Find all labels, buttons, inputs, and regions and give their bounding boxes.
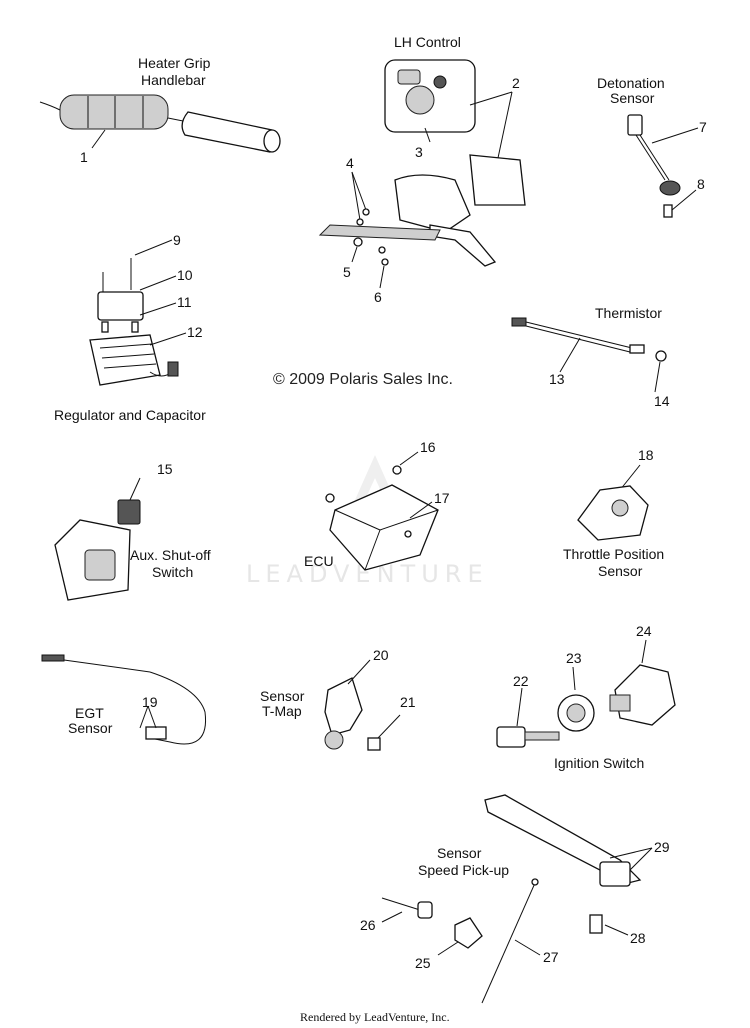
egt-connector [41,654,65,662]
label-ecu: ECU [304,553,334,569]
callout-23: 23 [566,650,582,666]
callout-16: 16 [420,439,436,455]
callout-7: 7 [699,119,707,135]
callout-4: 4 [346,155,354,171]
aux-switch-button [117,499,141,525]
label-thermistor: Thermistor [595,305,662,321]
callout-2: 2 [512,75,520,91]
callout-22: 22 [513,673,529,689]
detonation-sensor-body [659,180,681,196]
label-aux-shutoff: Aux. Shut-off [130,547,211,563]
label-detonation-sensor: Sensor [610,90,655,106]
egt-probe [145,726,167,740]
callout-19: 19 [142,694,158,710]
thermistor-probe [629,344,645,354]
callout-5: 5 [343,264,351,280]
callout-20: 20 [373,647,389,663]
heater-grip-part [59,94,169,130]
callout-25: 25 [415,955,431,971]
lh-control-switch-cover [469,154,526,206]
tps-part [577,485,649,541]
label-tps-sensor: Sensor [598,563,643,579]
callout-28: 28 [630,930,646,946]
detonation-sensor-group: Detonation Sensor 7 8 [597,75,707,218]
footer-text: Rendered by LeadVenture, Inc. [300,1010,450,1024]
label-egt: EGT [75,705,104,721]
heater-grip-group: Heater Grip Handlebar 1 [39,55,281,165]
callout-14: 14 [654,393,670,409]
tps-group: 18 Throttle Position Sensor [563,447,664,579]
callout-6: 6 [374,289,382,305]
callout-8: 8 [697,176,705,192]
callout-24: 24 [636,623,652,639]
thermistor-washer [655,350,667,362]
label-ignition-switch: Ignition Switch [554,755,644,771]
speed-sensor-group: 29 Sensor Speed Pick-up 26 25 27 28 [360,794,670,1004]
speed-sensor-screw [589,914,603,934]
callout-3: 3 [415,144,423,160]
callout-15: 15 [157,461,173,477]
egt-group: 19 EGT Sensor [41,654,207,745]
copyright-text: © 2009 Polaris Sales Inc. [273,371,453,388]
callout-12: 12 [187,324,203,340]
label-regulator: Regulator and Capacitor [54,407,206,423]
thermistor-group: Thermistor 13 14 [511,305,670,409]
callout-21: 21 [400,694,416,710]
callout-17: 17 [434,490,450,506]
callout-9: 9 [173,232,181,248]
callout-11: 11 [177,294,192,310]
lh-control-lever-housing [394,174,471,233]
callout-27: 27 [543,949,559,965]
regulator-part [89,334,161,386]
label-aux-switch: Switch [152,564,193,580]
detonation-connector [627,114,643,136]
ecu-group: 16 17 ECU [304,439,450,571]
speed-sensor-bracket [454,917,483,949]
callout-26: 26 [360,917,376,933]
capacitor-part [97,291,144,321]
label-lh-control: LH Control [394,34,461,50]
label-speed-pickup: Speed Pick-up [418,862,509,878]
tmap-group: Sensor T-Map 20 21 [260,647,416,751]
cable-tie [481,882,536,1004]
label-detonation: Detonation [597,75,665,91]
aux-switch-group: 15 Aux. Shut-off Switch [54,461,211,601]
ignition-key [496,726,526,748]
label-heater-grip: Heater Grip [138,55,211,71]
callout-10: 10 [177,267,193,283]
callout-1: 1 [80,149,88,165]
label-handlebar: Handlebar [141,72,206,88]
callout-13: 13 [549,371,565,387]
callout-29: 29 [654,839,670,855]
regulator-group: 9 10 11 12 Regulator and Capacitor [54,232,206,423]
label-egt-sensor: Sensor [68,720,113,736]
tmap-sensor-part [324,677,363,736]
label-tmap: T-Map [262,703,302,719]
callout-18: 18 [638,447,654,463]
ignition-group: 22 23 24 Ignition Switch [496,623,676,771]
tmap-screw [367,737,381,751]
handlebar-grip-part [181,111,278,153]
speed-sensor-probe [417,901,433,919]
label-speed-sensor: Sensor [437,845,482,861]
lh-control-group: LH Control 3 2 4 5 6 [318,34,526,305]
ecu-part [329,484,439,571]
label-throttle-position: Throttle Position [563,546,664,562]
thermistor-connector [511,317,527,327]
heater-grip-wire [39,101,61,111]
label-sensor-tmap: Sensor [260,688,305,704]
